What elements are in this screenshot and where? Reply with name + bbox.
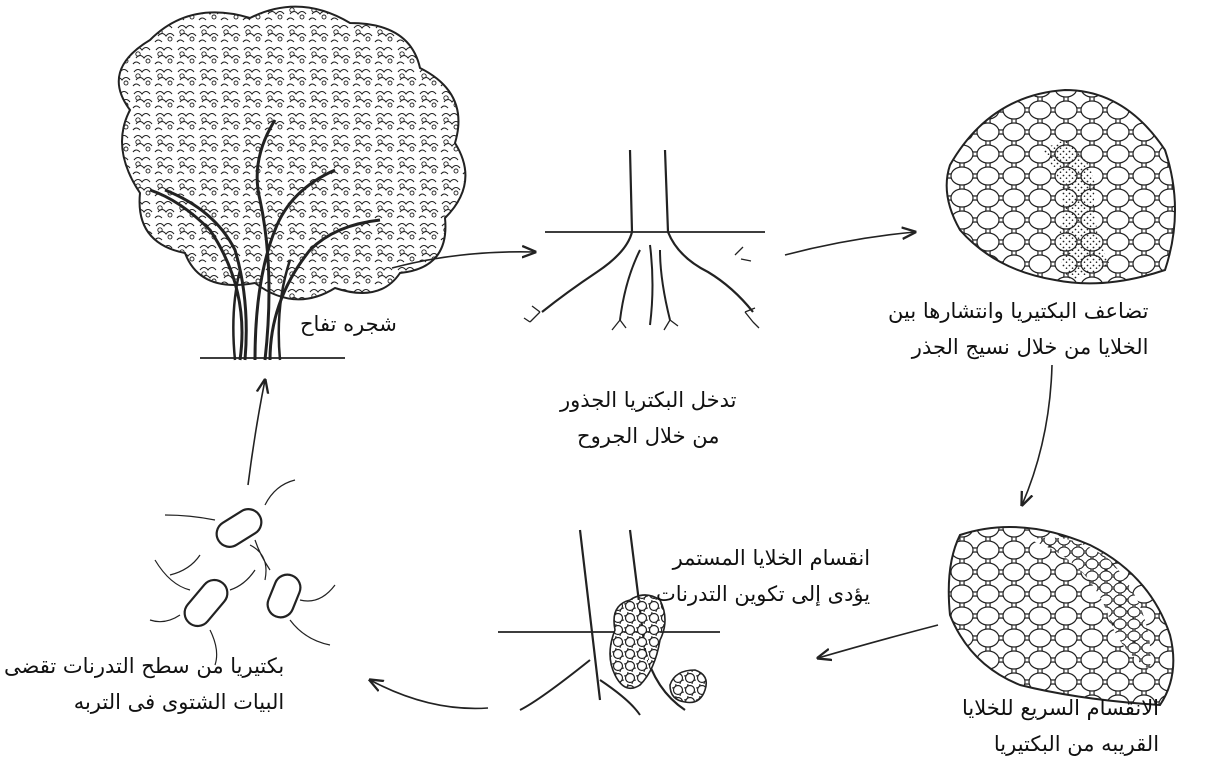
label-apple-tree: شجره تفاح [300, 306, 397, 342]
soil-bacteria-icon [150, 480, 335, 665]
label-line: البيات الشتوى فى التربه [4, 684, 284, 720]
infected-roots-icon [524, 150, 765, 330]
label-line: تضاعف البكتيريا وانتشارها بين [888, 293, 1149, 329]
label-overwintering: بكتيريا من سطح التدرنات تقضى البيات الشت… [4, 648, 284, 720]
label-bacteria-entry: تدخل البكتريا الجذور من خلال الجروح [560, 382, 737, 454]
label-line: الخلايا من خلال نسيج الجذر [888, 329, 1149, 365]
label-line: تدخل البكتريا الجذور [560, 382, 737, 418]
label-gall-formation: انقسام الخلايا المستمر يؤدى إلى تكوين ال… [656, 540, 870, 612]
dividing-cells-icon [949, 527, 1174, 705]
apple-tree-icon [119, 7, 466, 360]
label-line: يؤدى إلى تكوين التدرنات [656, 576, 870, 612]
label-line: انقسام الخلايا المستمر [656, 540, 870, 576]
label-line: من خلال الجروح [560, 418, 737, 454]
label-line: شجره تفاح [300, 306, 397, 342]
label-rapid-division: الانقسام السريع للخلايا القريبه من البكت… [962, 690, 1159, 762]
label-line: بكتيريا من سطح التدرنات تقضى [4, 648, 284, 684]
label-line: القريبه من البكتيريا [962, 726, 1159, 762]
label-line: الانقسام السريع للخلايا [962, 690, 1159, 726]
label-bacteria-multiply: تضاعف البكتيريا وانتشارها بين الخلايا من… [888, 293, 1149, 365]
root-tissue-section-icon [947, 90, 1175, 283]
